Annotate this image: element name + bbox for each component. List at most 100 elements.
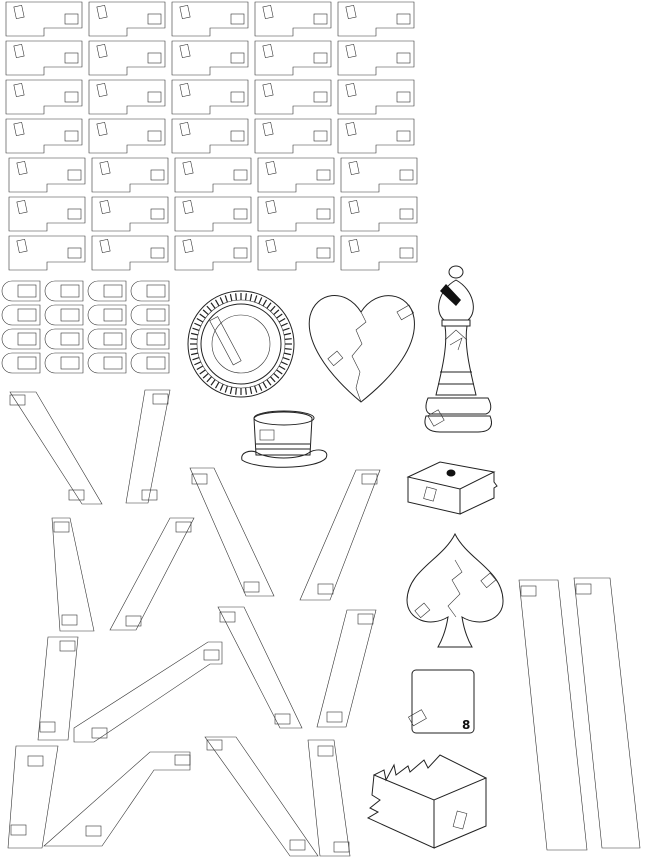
chip-tick [210,302,216,309]
round-tab-outline [44,352,84,374]
card-slot [147,13,162,25]
card-piece [340,235,418,271]
chip-tick [273,372,280,379]
round-tab-slot [146,284,166,298]
chip-tick [276,313,283,319]
spade-icon [406,532,504,648]
card-piece [337,79,415,115]
chip-tick [235,293,237,301]
card-piece [340,196,418,232]
round-tab-outline [44,304,84,326]
card-tab [179,121,191,137]
card-outline [174,157,252,193]
round-tab-slot [103,308,123,322]
card-piece [88,79,166,115]
round-tab [87,352,127,374]
card-tab [345,4,357,20]
card-tab [182,160,194,176]
chip-tick [202,309,209,316]
round-tab-slot [103,332,123,346]
card-outline [174,235,252,271]
chip-tick [254,385,258,393]
chip-tick [206,305,213,312]
card-outline [8,196,86,232]
chip-tick [280,322,288,327]
chip-tick [224,385,228,393]
round-tab [44,352,84,374]
card-outline [337,79,415,115]
card-outline [5,40,83,76]
card-slot [399,208,414,220]
crown-block-icon [366,754,488,849]
chip-tick [282,357,290,361]
card-tab [348,160,360,176]
card-grid [5,1,418,271]
round-tab-outline [1,328,41,350]
card-outline [337,40,415,76]
chip-tick [206,376,213,383]
card-piece [174,157,252,193]
card-slot [233,247,248,259]
round-tab-slot [103,284,123,298]
chip-dial-icon [187,290,295,398]
round-tab [44,304,84,326]
round-tab [130,280,170,302]
round-tab-outline [130,352,170,374]
chip-tick [282,327,290,331]
card-tab [16,160,28,176]
card-piece [337,40,415,76]
card-piece [88,1,166,37]
card-slot [313,13,328,25]
card-outline [91,235,169,271]
card-outline [91,157,169,193]
card-outline [5,79,83,115]
card-tab [345,82,357,98]
chip-tick [229,293,233,302]
chip-tick [202,372,209,379]
round-tab-slot [103,356,123,370]
round-tab [87,328,127,350]
chip-tick [190,338,198,340]
card-tab [179,82,191,98]
heart-icon [308,295,415,403]
round-tab-slot [17,308,37,322]
chip-tick [283,332,292,336]
chip-tick [283,352,292,356]
round-tab-outline [44,328,84,350]
chip-tick [245,387,247,395]
chip-tick [258,297,263,305]
round-tab-outline [130,304,170,326]
round-tab-outline [87,280,127,302]
card-outline [171,79,249,115]
card-outline [340,157,418,193]
round-tab-outline [1,304,41,326]
round-tab-slot [146,332,166,346]
round-tab-slot [146,308,166,322]
card-piece [174,196,252,232]
chip-tick [192,357,200,361]
round-tab-slot [60,308,80,322]
card-tab [96,4,108,20]
card-slot [150,208,165,220]
round-tab-outline [130,328,170,350]
top-hat-icon [241,410,328,468]
card-slot [396,52,411,64]
card-tab [179,4,191,20]
card-tab [96,43,108,59]
chip-tick [278,317,286,323]
round-tab-outline [87,328,127,350]
round-tab-slot [60,284,80,298]
card-tab [16,199,28,215]
card-tab [348,199,360,215]
card-piece [254,40,332,76]
card-outline [88,40,166,76]
chip-tick [199,313,206,319]
card-piece [257,235,335,271]
card-piece [91,157,169,193]
chip-tick [235,387,237,395]
card-slot [150,247,165,259]
chip-ticks [190,293,292,395]
card-tab [13,82,25,98]
round-tab-slot [17,332,37,346]
